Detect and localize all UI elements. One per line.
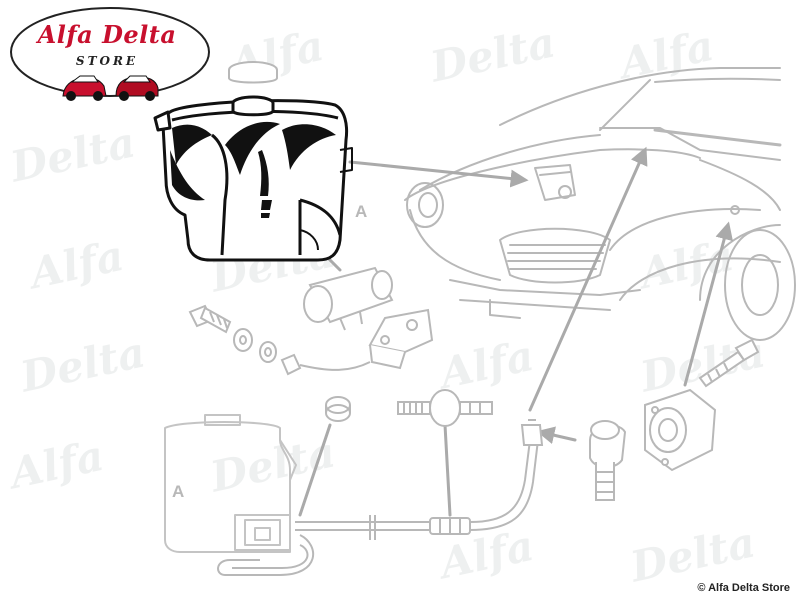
mounting-bracket <box>644 388 717 472</box>
washer-pump-motor <box>303 266 394 331</box>
store-logo[interactable] <box>8 4 212 104</box>
jet-nozzle <box>589 420 627 501</box>
logo-store-label: STORE <box>75 54 139 68</box>
logo-cars-image <box>62 75 159 101</box>
copyright-notice: © Alfa Delta Store <box>697 582 790 594</box>
callout-assembly-label: A <box>172 482 185 501</box>
hose-connector <box>429 517 471 535</box>
highlighted-reservoir-tank <box>153 61 353 262</box>
long-bolt <box>698 338 760 388</box>
washer-hoses <box>217 439 539 576</box>
pump-mount <box>368 308 434 370</box>
logo-brand-name: Alfa Delta <box>37 20 177 49</box>
reservoir-assembly-outline <box>164 414 297 553</box>
callout-reservoir-label: A <box>355 202 368 221</box>
check-valve <box>397 389 493 427</box>
car-front-illustration <box>404 67 796 341</box>
hose-clamp <box>325 396 351 422</box>
nozzle-tip <box>520 419 544 446</box>
bolt-washer-nut-set <box>188 304 371 376</box>
